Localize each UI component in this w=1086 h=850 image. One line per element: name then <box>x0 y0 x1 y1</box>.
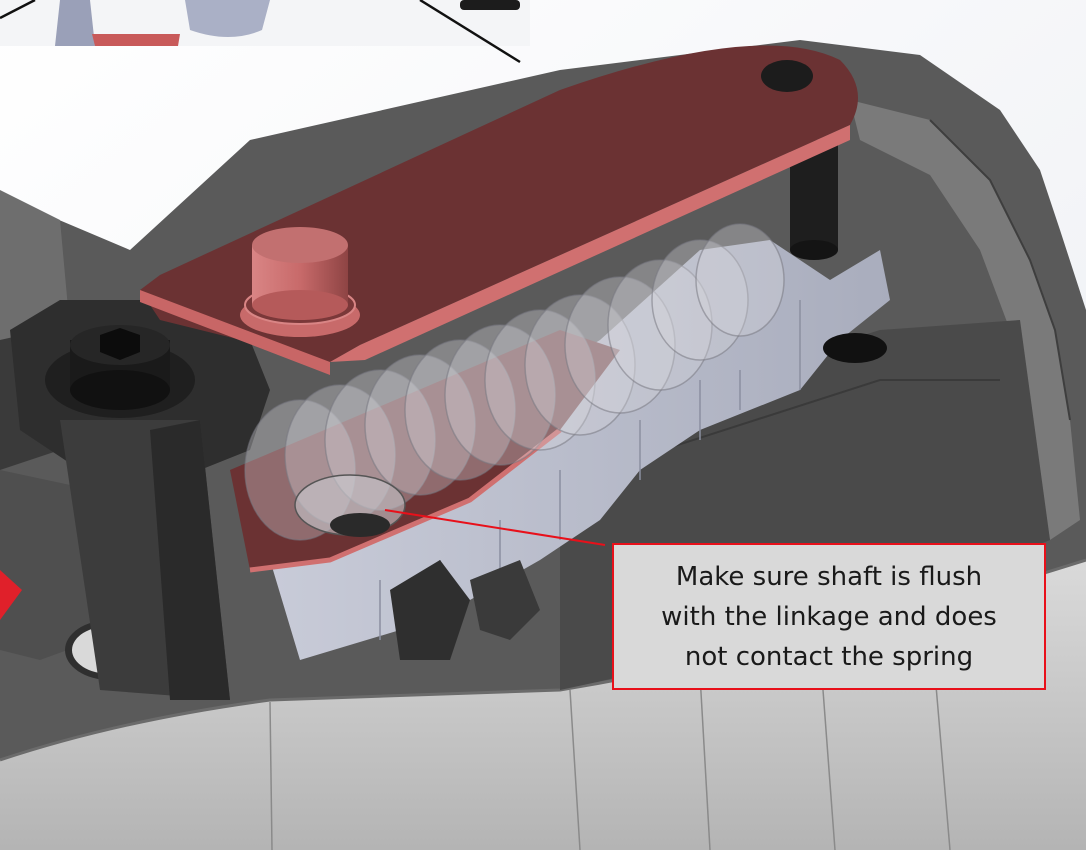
inset-leader-line-right <box>419 0 521 64</box>
callout-text: Make sure shaft is flush with the linkag… <box>661 561 997 672</box>
callout-leader-line <box>384 509 606 546</box>
callout-box: Make sure shaft is flush with the linkag… <box>612 543 1046 690</box>
standoff-post <box>790 140 887 363</box>
linkage-hole <box>761 60 813 92</box>
spacer-bracket <box>270 240 890 660</box>
socket-head-screw <box>70 325 170 410</box>
inset-detail-image <box>0 0 530 46</box>
housing-inner-rim <box>850 100 1080 540</box>
shaft-end <box>294 474 406 537</box>
linkage-pin <box>240 227 360 337</box>
inset-leader-line-left <box>0 0 36 20</box>
compression-spring <box>244 223 785 541</box>
